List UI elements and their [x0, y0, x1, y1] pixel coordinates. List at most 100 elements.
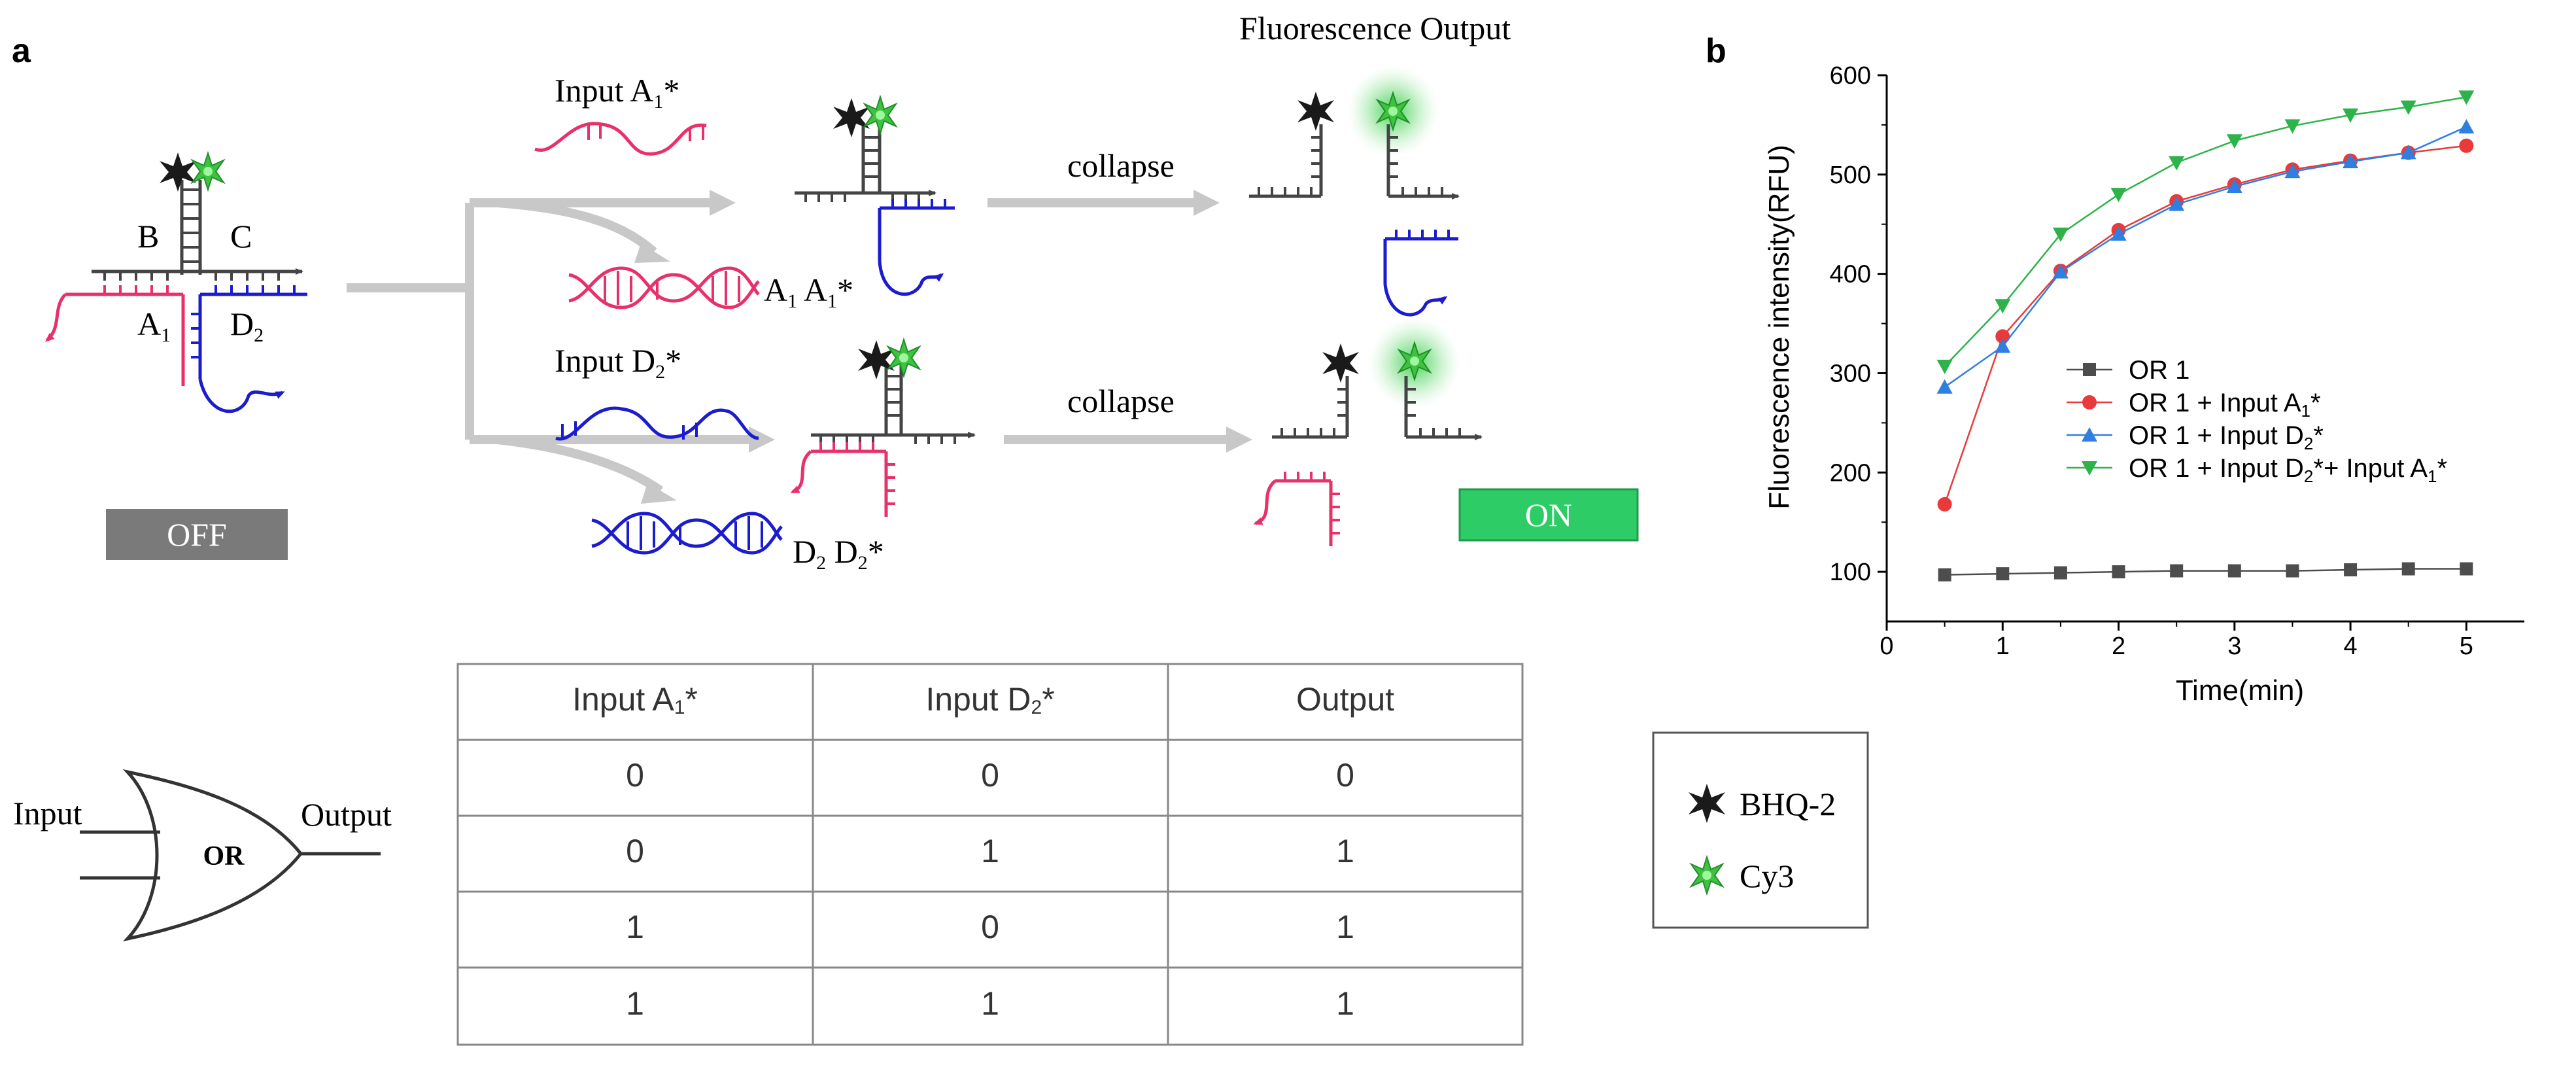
duplex-d: [591, 512, 783, 555]
branch-arrows: [347, 198, 1229, 495]
data-point: [1995, 338, 2011, 353]
x-tick-label: 4: [2344, 633, 2358, 660]
series-3: [1936, 118, 2475, 394]
legend-cy3-label: Cy3: [1740, 858, 1794, 894]
data-point: [2343, 154, 2359, 169]
y-tick-label: 400: [1830, 261, 1871, 288]
collapse-label-bottom: collapse: [1067, 383, 1175, 419]
data-point: [2400, 100, 2416, 115]
data-point: [2458, 90, 2475, 105]
data-point: [2169, 196, 2185, 211]
gate-output-label: Output: [301, 796, 392, 833]
output-top: [1249, 65, 1460, 317]
data-point: [2226, 179, 2242, 194]
data-point: [2112, 565, 2125, 579]
bhq2-icon: [1689, 784, 1725, 823]
collapse-label-top: collapse: [1067, 147, 1175, 184]
label-B: B: [137, 218, 159, 254]
legend-marker: [2083, 363, 2096, 376]
series-line: [1944, 96, 2467, 367]
table-cell: 1: [1336, 833, 1354, 869]
data-point: [1938, 568, 1951, 582]
table-cell: 0: [626, 757, 644, 794]
legend-bhq2-label: BHQ-2: [1740, 786, 1836, 822]
x-tick-label: 0: [1880, 633, 1893, 660]
x-tick-label: 2: [2112, 633, 2125, 660]
output-bottom: [1253, 317, 1483, 546]
table-cell: 1: [626, 985, 644, 1022]
table-cell: 0: [626, 833, 644, 869]
y-tick-label: 300: [1830, 360, 1871, 387]
off-badge: [106, 509, 288, 560]
x-axis-title: Time(min): [2176, 674, 2304, 707]
data-point: [1995, 299, 2011, 314]
data-point: [1995, 329, 2010, 344]
series-line: [1944, 145, 2467, 505]
branch-arrowheads: [634, 190, 1252, 504]
data-point: [2286, 564, 2299, 578]
series-1: [1938, 562, 2473, 582]
table-header-output: Output: [1296, 681, 1394, 718]
legend-label: OR 1 + Input D2*: [2129, 421, 2324, 453]
data-point: [2343, 108, 2359, 123]
data-point: [2458, 118, 2475, 133]
chart-legend: OR 1 OR 1 + Input A1*OR 1 + Input D2*OR 1…: [2067, 356, 2447, 486]
legend-label: OR 1 + Input D2*+ Input A1*: [2129, 454, 2447, 486]
off-label: OFF: [167, 516, 227, 553]
data-point: [2400, 145, 2416, 160]
data-point: [1936, 379, 1953, 394]
panel-letter-b: b: [1706, 32, 1726, 70]
data-point: [1937, 497, 1952, 512]
table-cell: 1: [626, 909, 644, 945]
data-point: [2459, 138, 2474, 153]
data-point: [2110, 188, 2127, 203]
data-point: [2227, 564, 2241, 578]
panel-letter-a: a: [12, 32, 31, 70]
y-tick-label: 500: [1830, 162, 1871, 189]
data-point: [2226, 134, 2242, 149]
table-header-input-a: Input A1*: [572, 681, 698, 718]
data-point: [2052, 227, 2069, 242]
truth-table: [456, 663, 1524, 1046]
table-header-input-d: Input D2*: [925, 681, 1054, 718]
legend-marker: [2082, 395, 2097, 410]
input-d-strand: [555, 406, 759, 441]
data-point: [2284, 119, 2301, 134]
series-line: [1944, 126, 2467, 388]
gate-input-label: Input: [13, 795, 82, 831]
duplex-a-label: A1 A1*: [764, 271, 853, 312]
input-a-label: Input A1*: [555, 72, 679, 113]
legend-label: OR 1: [2129, 356, 2190, 385]
legend-item-3: OR 1 + Input D2*: [2067, 421, 2324, 453]
legend-item-2: OR 1 + Input A1*: [2067, 389, 2321, 421]
dye-legend-box: [1652, 731, 1869, 929]
fluorescence-output-title: Fluorescence Output: [1239, 10, 1511, 46]
legend-item-1: OR 1: [2067, 356, 2190, 385]
table-cell: 1: [981, 833, 999, 869]
or-gate-symbol: [80, 769, 381, 942]
legend-marker: [2082, 427, 2097, 442]
label-A1: A1: [137, 306, 171, 346]
x-tick-label: 3: [2227, 633, 2241, 660]
series-line: [1944, 568, 2467, 576]
gate-name: OR: [203, 841, 245, 871]
chart-series: [1936, 90, 2475, 582]
cy3-icon: [1691, 856, 1723, 894]
data-point: [2053, 566, 2067, 580]
data-point: [2460, 562, 2473, 576]
x-tick-label: 1: [1996, 633, 2010, 660]
data-point: [2169, 156, 2185, 171]
input-a-strand: [534, 122, 707, 156]
data-point: [2401, 562, 2415, 576]
y-tick-label: 200: [1830, 459, 1871, 487]
table-cell: 0: [981, 757, 999, 794]
chart-axes: [1885, 75, 2524, 623]
legend-item-4: OR 1 + Input D2*+ Input A1*: [2067, 454, 2447, 486]
initial-complex: [44, 152, 307, 413]
data-point: [2344, 563, 2358, 577]
label-D2: D2: [230, 306, 264, 346]
